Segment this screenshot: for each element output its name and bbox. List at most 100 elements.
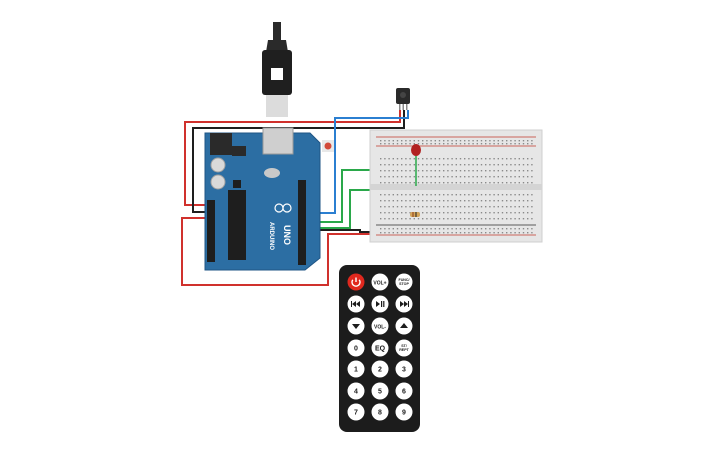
breadboard-hole[interactable] xyxy=(493,212,495,214)
breadboard-hole[interactable] xyxy=(464,232,466,234)
breadboard-hole[interactable] xyxy=(518,164,520,166)
remote-button-face[interactable] xyxy=(371,339,389,357)
breadboard-hole[interactable] xyxy=(472,228,474,230)
breadboard-hole[interactable] xyxy=(514,158,516,160)
breadboard-hole[interactable] xyxy=(510,194,512,196)
breadboard-hole[interactable] xyxy=(422,182,424,184)
breadboard-hole[interactable] xyxy=(438,228,441,230)
breadboard-hole[interactable] xyxy=(451,164,453,166)
remote-button-face[interactable] xyxy=(371,360,389,378)
breadboard-hole[interactable] xyxy=(405,176,407,178)
breadboard-hole[interactable] xyxy=(455,194,457,196)
breadboard-hole[interactable] xyxy=(489,182,491,184)
breadboard-hole[interactable] xyxy=(380,228,382,230)
breadboard-hole[interactable] xyxy=(384,206,386,208)
breadboard-hole[interactable] xyxy=(472,176,474,178)
breadboard-hole[interactable] xyxy=(405,140,407,142)
breadboard-hole[interactable] xyxy=(396,228,399,230)
breadboard-hole[interactable] xyxy=(510,182,512,184)
breadboard-hole[interactable] xyxy=(510,228,512,230)
breadboard-hole[interactable] xyxy=(501,232,504,234)
breadboard-hole[interactable] xyxy=(497,158,499,160)
breadboard-hole[interactable] xyxy=(510,232,512,234)
breadboard-hole[interactable] xyxy=(493,158,495,160)
breadboard-hole[interactable] xyxy=(413,170,415,172)
breadboard-hole[interactable] xyxy=(405,228,407,230)
breadboard-hole[interactable] xyxy=(392,140,394,142)
breadboard-hole[interactable] xyxy=(430,218,432,220)
remote-button-eight[interactable]: 8 xyxy=(371,403,389,421)
breadboard-hole[interactable] xyxy=(380,164,382,166)
breadboard-hole[interactable] xyxy=(501,182,504,184)
breadboard-hole[interactable] xyxy=(405,182,407,184)
breadboard-hole[interactable] xyxy=(531,158,533,160)
breadboard-hole[interactable] xyxy=(434,200,436,202)
breadboard-hole[interactable] xyxy=(405,194,407,196)
breadboard-hole[interactable] xyxy=(497,194,499,196)
breadboard-hole[interactable] xyxy=(510,200,512,202)
breadboard-hole[interactable] xyxy=(405,218,407,220)
breadboard-hole[interactable] xyxy=(388,170,390,172)
breadboard-hole[interactable] xyxy=(392,200,394,202)
breadboard-hole[interactable] xyxy=(384,170,386,172)
breadboard-hole[interactable] xyxy=(464,158,466,160)
breadboard-hole[interactable] xyxy=(514,170,516,172)
breadboard-hole[interactable] xyxy=(468,200,470,202)
breadboard-hole[interactable] xyxy=(476,228,478,230)
breadboard-hole[interactable] xyxy=(455,164,457,166)
breadboard-hole[interactable] xyxy=(493,140,495,142)
breadboard-hole[interactable] xyxy=(506,200,508,202)
breadboard-hole[interactable] xyxy=(401,228,403,230)
breadboard-hole[interactable] xyxy=(438,170,441,172)
breadboard-hole[interactable] xyxy=(522,170,525,172)
breadboard-hole[interactable] xyxy=(527,212,529,214)
breadboard-hole[interactable] xyxy=(472,158,474,160)
breadboard-hole[interactable] xyxy=(527,176,529,178)
remote-button-face[interactable] xyxy=(371,273,389,291)
breadboard-hole[interactable] xyxy=(443,206,445,208)
breadboard-hole[interactable] xyxy=(380,206,382,208)
breadboard-hole[interactable] xyxy=(401,164,403,166)
breadboard-hole[interactable] xyxy=(384,143,386,145)
breadboard-hole[interactable] xyxy=(396,212,399,214)
breadboard-hole[interactable] xyxy=(392,182,394,184)
breadboard-hole[interactable] xyxy=(388,218,390,220)
breadboard-hole[interactable] xyxy=(426,164,428,166)
breadboard-hole[interactable] xyxy=(489,200,491,202)
breadboard-hole[interactable] xyxy=(514,194,516,196)
breadboard-hole[interactable] xyxy=(514,228,516,230)
breadboard-hole[interactable] xyxy=(468,212,470,214)
wire-blue-ir-signal[interactable] xyxy=(305,110,409,214)
breadboard-hole[interactable] xyxy=(417,140,420,142)
breadboard-hole[interactable] xyxy=(472,182,474,184)
breadboard-hole[interactable] xyxy=(422,143,424,145)
remote-button-fast-forward[interactable] xyxy=(395,295,413,313)
breadboard-hole[interactable] xyxy=(405,170,407,172)
breadboard-hole[interactable] xyxy=(426,194,428,196)
breadboard-hole[interactable] xyxy=(392,176,394,178)
breadboard-hole[interactable] xyxy=(489,170,491,172)
breadboard-hole[interactable] xyxy=(476,200,478,202)
breadboard-hole[interactable] xyxy=(392,143,394,145)
breadboard-hole[interactable] xyxy=(468,206,470,208)
breadboard-hole[interactable] xyxy=(514,176,516,178)
breadboard-hole[interactable] xyxy=(426,176,428,178)
power-pin-header[interactable] xyxy=(207,200,215,262)
breadboard-hole[interactable] xyxy=(426,200,428,202)
breadboard-hole[interactable] xyxy=(430,164,432,166)
breadboard-hole[interactable] xyxy=(426,212,428,214)
breadboard-hole[interactable] xyxy=(396,164,399,166)
breadboard-hole[interactable] xyxy=(476,218,478,220)
breadboard-hole[interactable] xyxy=(447,194,449,196)
breadboard-hole[interactable] xyxy=(388,182,390,184)
breadboard-hole[interactable] xyxy=(510,206,512,208)
breadboard-hole[interactable] xyxy=(468,218,470,220)
remote-button-power[interactable] xyxy=(347,273,365,291)
breadboard-hole[interactable] xyxy=(422,170,424,172)
breadboard-hole[interactable] xyxy=(451,143,453,145)
breadboard-hole[interactable] xyxy=(476,232,478,234)
breadboard-hole[interactable] xyxy=(527,232,529,234)
breadboard-hole[interactable] xyxy=(489,194,491,196)
breadboard-hole[interactable] xyxy=(531,182,533,184)
